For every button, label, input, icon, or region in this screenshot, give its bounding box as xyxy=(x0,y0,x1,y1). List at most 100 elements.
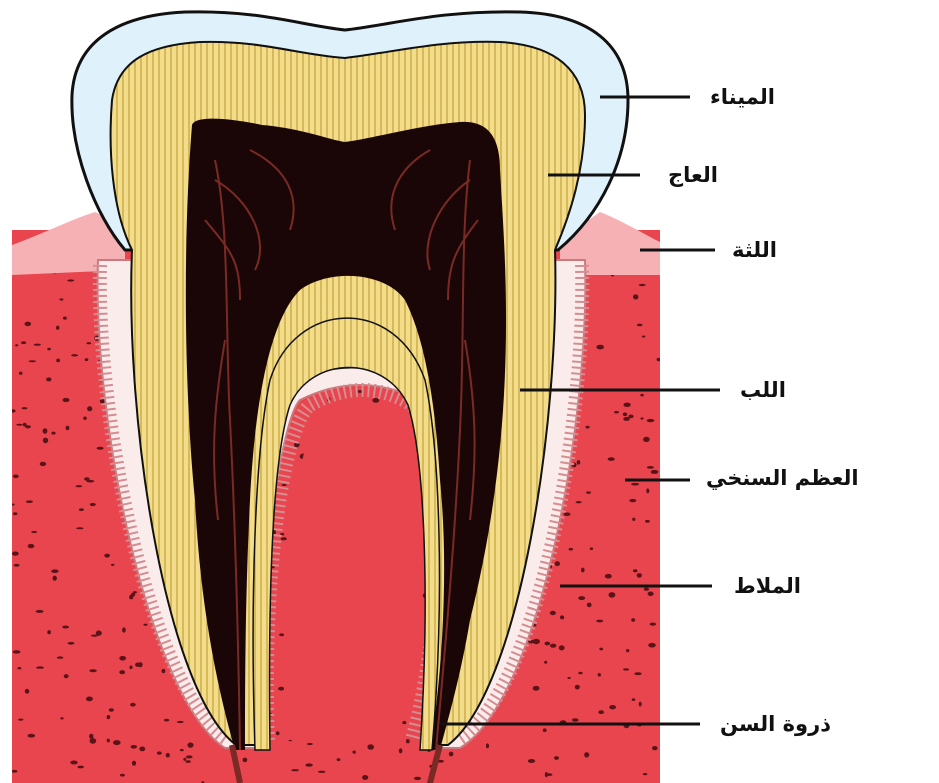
bone-pore xyxy=(305,763,312,766)
bone-pore xyxy=(650,623,656,626)
bone-pore xyxy=(119,670,125,674)
bone-pore xyxy=(84,477,90,480)
bone-pore xyxy=(645,520,650,523)
bone-pore xyxy=(605,574,612,579)
bone-pore xyxy=(43,438,48,444)
bone-pore xyxy=(40,462,46,466)
bone-pore xyxy=(23,423,27,427)
bone-pore xyxy=(586,426,590,429)
bone-pore xyxy=(132,761,136,766)
bone-pore xyxy=(632,698,636,701)
bone-pore xyxy=(528,759,535,763)
bone-pore xyxy=(187,742,193,747)
bone-pore xyxy=(599,648,603,651)
bone-pore xyxy=(559,645,565,650)
bone-pore xyxy=(609,592,616,598)
bone-pore xyxy=(71,354,78,356)
bone-pore xyxy=(131,593,135,597)
bone-pore xyxy=(648,643,656,648)
bone-pore xyxy=(276,731,280,735)
bone-pore xyxy=(107,715,111,719)
bone-pore xyxy=(372,398,379,403)
bone-pore xyxy=(28,734,36,738)
bone-pore xyxy=(651,470,659,474)
bone-pore xyxy=(643,437,650,442)
bone-pore xyxy=(166,753,170,758)
bone-pore xyxy=(623,668,629,670)
label-apex: ذروة السن xyxy=(720,712,831,736)
bone-pore xyxy=(119,656,126,661)
bone-pore xyxy=(643,773,647,775)
bone-pore xyxy=(598,673,601,677)
bone-pore xyxy=(633,569,638,572)
bone-pore xyxy=(51,569,58,573)
bone-pore xyxy=(567,677,570,679)
bone-pore xyxy=(576,501,582,503)
bone-pore xyxy=(564,512,571,516)
bone-pore xyxy=(640,394,644,397)
bone-pore xyxy=(550,611,556,615)
bone-pore xyxy=(186,755,193,758)
bone-pore xyxy=(544,661,547,664)
bone-pore xyxy=(77,766,84,769)
bone-pore xyxy=(62,626,69,629)
bone-pore xyxy=(647,466,654,469)
bone-pore xyxy=(180,749,184,751)
bone-pore xyxy=(632,518,635,521)
bone-pore xyxy=(608,457,615,461)
bone-pore xyxy=(90,738,97,744)
bone-pore xyxy=(96,630,102,635)
bone-pore xyxy=(318,771,326,773)
bone-pore xyxy=(9,409,16,412)
bone-pore xyxy=(584,752,589,757)
bone-pore xyxy=(18,719,23,721)
bone-pore xyxy=(572,718,579,722)
bone-pore xyxy=(554,756,559,760)
bone-pore xyxy=(307,743,313,745)
bone-pore xyxy=(399,748,403,753)
bone-pore xyxy=(639,284,646,286)
bone-pore xyxy=(113,740,121,745)
bone-pore xyxy=(139,747,145,752)
bone-pore xyxy=(36,666,44,668)
bone-pore xyxy=(614,411,619,413)
bone-pore xyxy=(623,413,627,417)
bone-pore xyxy=(129,666,132,670)
bone-pore xyxy=(623,417,630,421)
bone-pore xyxy=(278,687,284,691)
bone-pore xyxy=(555,561,560,566)
bone-pore xyxy=(629,499,636,502)
bone-pore xyxy=(626,649,629,652)
bone-pore xyxy=(545,772,548,777)
bone-pore xyxy=(85,358,89,361)
bone-pore xyxy=(14,564,20,567)
bone-pore xyxy=(634,672,642,675)
label-cementum: الملاط xyxy=(734,574,801,598)
bone-pore xyxy=(47,630,51,634)
bone-pore xyxy=(569,548,573,551)
bone-pore xyxy=(533,686,540,691)
bone-pore xyxy=(183,758,186,761)
label-dentin: العاج xyxy=(668,163,718,187)
bone-pore xyxy=(657,358,662,362)
bone-pore xyxy=(10,504,15,506)
bone-pore xyxy=(130,703,136,707)
bone-pore xyxy=(47,348,51,351)
bone-pore xyxy=(586,491,591,493)
bone-pore xyxy=(13,475,19,479)
bone-pore xyxy=(590,547,593,550)
bone-pore xyxy=(57,656,63,658)
bone-pore xyxy=(70,761,77,765)
bone-pore xyxy=(87,406,92,411)
label-enamel: الميناء xyxy=(710,85,775,109)
bone-pore xyxy=(51,432,55,435)
bone-pore xyxy=(367,744,374,750)
bone-pore xyxy=(577,460,581,465)
bone-pore xyxy=(598,710,604,714)
bone-pore xyxy=(111,564,115,566)
bone-pore xyxy=(21,341,26,344)
bone-pore xyxy=(575,685,580,690)
bone-pore xyxy=(66,426,70,430)
bone-pore xyxy=(550,644,556,648)
